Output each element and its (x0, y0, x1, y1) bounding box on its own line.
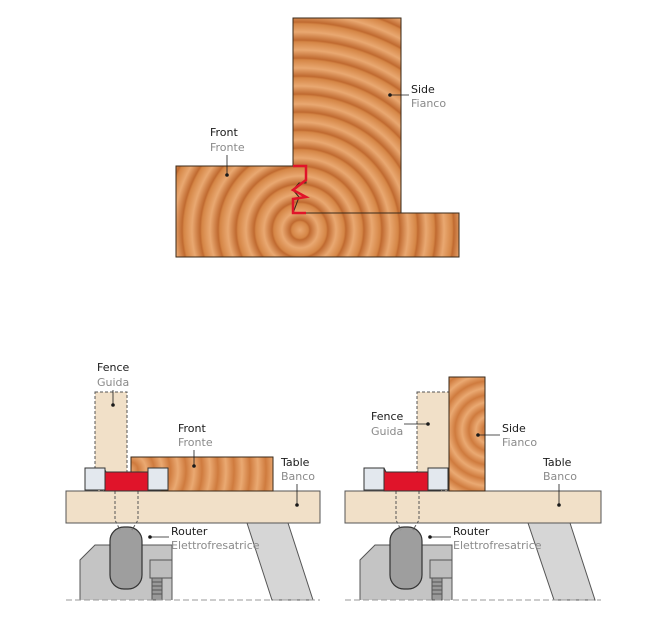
router-body-right (359, 526, 453, 601)
workpiece-side (448, 376, 486, 492)
table-label-it: Banco (281, 470, 315, 483)
router-label-it: Elettrofresatrice (171, 539, 260, 552)
side-label-it: Fianco (411, 97, 446, 110)
fence-right-callout: Fence Guida (371, 410, 430, 438)
front-label: Front (210, 126, 239, 139)
router-label: Router (171, 525, 208, 538)
side-label: Side (411, 83, 435, 96)
joint-view: Side Fianco Front Fronte (175, 17, 460, 258)
table-right-callout: Table Banco (542, 456, 577, 507)
workpiece-front-label-it: Fronte (178, 436, 213, 449)
workpiece-side-label: Side (502, 422, 526, 435)
fence-callout: Fence Guida (97, 361, 130, 407)
fence-right-label-it: Guida (371, 425, 403, 438)
table-label: Table (280, 456, 310, 469)
router-right-label-it: Elettrofresatrice (453, 539, 542, 552)
table-right-label: Table (542, 456, 572, 469)
fence-right-label: Fence (371, 410, 404, 423)
setup-front: Fence Guida Front Fronte Table Banco Rou… (65, 361, 321, 601)
router-leg-right (527, 522, 596, 601)
fence-label-it: Guida (97, 376, 129, 389)
table-callout: Table Banco (280, 456, 315, 507)
router-right-callout: Router Elettrofresatrice (428, 525, 542, 552)
workpiece-side-callout: Side Fianco (476, 422, 537, 449)
router-right-label: Router (453, 525, 490, 538)
router-table (65, 490, 321, 524)
front-callout: Front Fronte (210, 126, 245, 177)
fence-label: Fence (97, 361, 130, 374)
router-callout: Router Elettrofresatrice (148, 525, 260, 552)
front-label-it: Fronte (210, 141, 245, 154)
workpiece-front-callout: Front Fronte (178, 422, 213, 468)
router-table-right (344, 490, 602, 524)
setup-side: Fence Guida Side Fianco Table Banco Rout… (344, 376, 602, 601)
router-leg (246, 522, 314, 601)
table-right-label-it: Banco (543, 470, 577, 483)
side-callout: Side Fianco (388, 83, 446, 110)
joint-profile (290, 164, 310, 215)
workpiece-front-label: Front (178, 422, 207, 435)
router-body (79, 526, 173, 601)
workpiece-side-label-it: Fianco (502, 436, 537, 449)
